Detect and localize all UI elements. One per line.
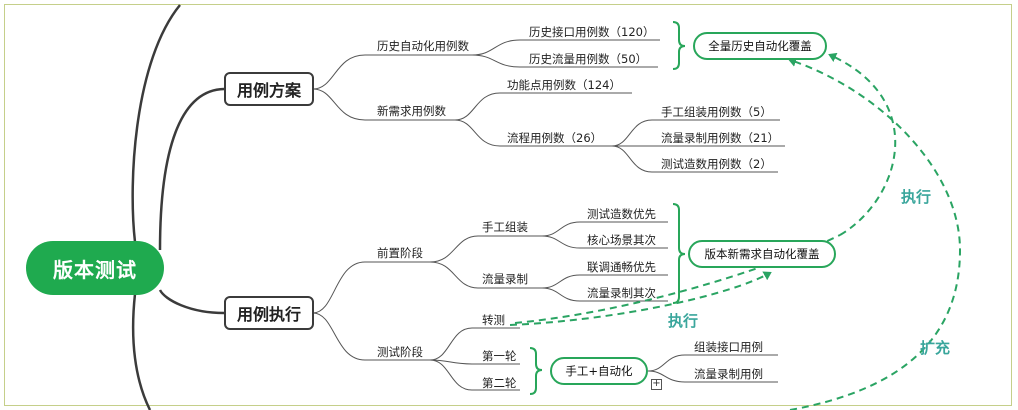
round-two-label: 第二轮 xyxy=(482,376,517,390)
history-api-count: 历史接口用例数（120） xyxy=(529,25,655,39)
assembled-api-cases: 组装接口用例 xyxy=(694,340,763,354)
branch-plan-node[interactable]: 用例方案 xyxy=(224,72,314,106)
branch-lines xyxy=(312,39,785,391)
core-scenario-second: 核心场景其次 xyxy=(587,233,656,247)
history-flow-count: 历史流量用例数（50） xyxy=(529,52,648,66)
integration-first: 联调通畅优先 xyxy=(587,260,656,274)
manual-assembly-count: 手工组装用例数（5） xyxy=(661,105,772,119)
execute-annotation-bottom: 执行 xyxy=(668,312,699,330)
expand-annotation: 扩充 xyxy=(920,339,951,357)
history-auto-label: 历史自动化用例数 xyxy=(377,39,469,53)
test-data-count: 测试造数用例数（2） xyxy=(661,157,772,171)
dashed-arrows xyxy=(509,52,962,410)
flow-case-count: 流程用例数（26） xyxy=(507,131,603,145)
new-req-coverage-node[interactable]: 版本新需求自动化覆盖 xyxy=(688,240,836,268)
traffic-record-label: 流量录制 xyxy=(482,272,528,286)
new-req-label: 新需求用例数 xyxy=(377,104,446,118)
function-point-count: 功能点用例数（124） xyxy=(507,78,621,92)
round-one-label: 第一轮 xyxy=(482,349,517,363)
manual-assembly-label: 手工组装 xyxy=(482,220,528,234)
manual-plus-auto-node[interactable]: 手工+自动化 xyxy=(550,357,648,385)
traffic-record-cases: 流量录制用例 xyxy=(694,367,763,381)
full-history-coverage-node[interactable]: 全量历史自动化覆盖 xyxy=(693,32,827,60)
branch-exec-node[interactable]: 用例执行 xyxy=(224,296,314,330)
trunk-lines xyxy=(131,4,225,410)
transfer-label: 转测 xyxy=(482,313,505,327)
execute-annotation-top: 执行 xyxy=(901,188,932,206)
traffic-record-second: 流量录制其次 xyxy=(587,286,656,300)
root-node[interactable]: 版本测试 xyxy=(26,241,164,295)
test-stage-label: 测试阶段 xyxy=(377,345,423,359)
test-data-first: 测试造数优先 xyxy=(587,207,656,221)
expand-plus-icon[interactable]: + xyxy=(651,378,662,390)
traffic-record-count: 流量录制用例数（21） xyxy=(661,131,780,145)
pre-stage-label: 前置阶段 xyxy=(377,246,423,260)
brackets xyxy=(529,21,686,395)
